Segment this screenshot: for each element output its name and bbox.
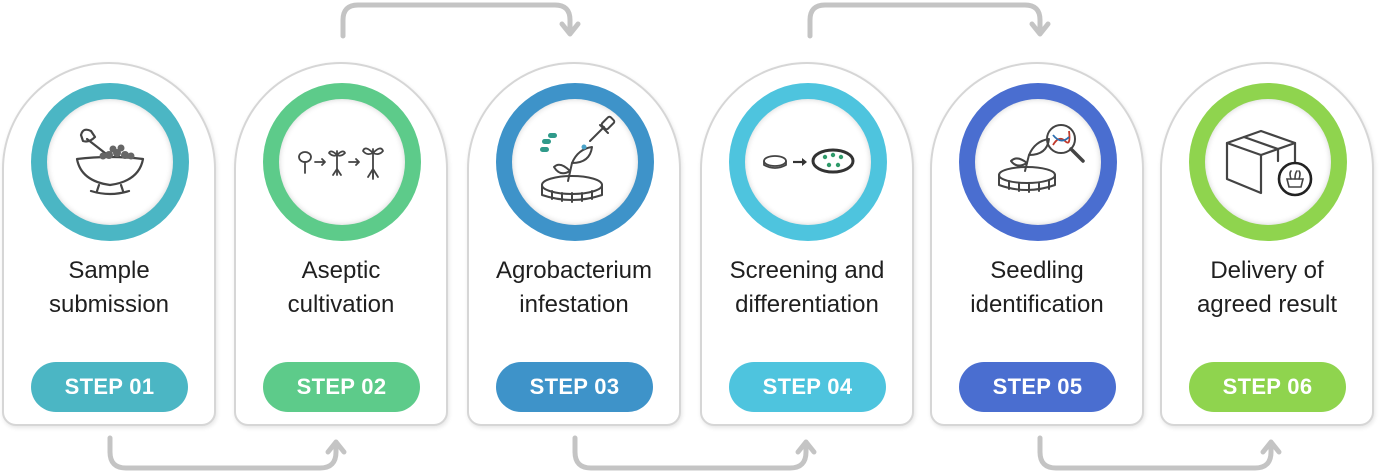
petri-dropper-icon [540,115,616,203]
step-title: Aseptic cultivation [236,254,446,322]
step-title: Sample submission [4,254,214,322]
arrowhead [1260,439,1282,455]
connector-arrow-3-4 [572,435,809,471]
seedling-magnifier-icon [998,124,1085,193]
step-icon-ring [1189,83,1347,241]
petri-screening-icon [763,148,855,174]
step-title-line: Screening and [729,257,885,284]
step-badge: STEP 03 [496,362,653,412]
step-title-line: infestation [519,291,629,318]
arrowhead [325,439,347,455]
step-icon-ring [263,83,421,241]
step-icon-ring [496,83,654,241]
step-card-4: Screening and differentiation STEP 04 [700,62,914,426]
connector-arrow-2-3 [340,2,573,39]
connector-arrow-4-5 [807,2,1043,39]
arrowhead [1029,21,1051,37]
step-card-6: Delivery of agreed result STEP 06 [1160,62,1374,426]
bowl-scoop-icon [75,128,145,196]
step-badge: STEP 06 [1189,362,1346,412]
connector-arrow-5-6 [1037,435,1274,471]
step-title-line: submission [48,291,170,318]
step-title-line: Delivery of [1210,257,1324,284]
step-badge: STEP 04 [729,362,886,412]
step-title: Delivery of agreed result [1162,254,1372,322]
step-card-3: Agrobacterium infestation STEP 03 [467,62,681,426]
seed-to-seedling-icon [298,147,384,180]
step-icon-ring [729,83,887,241]
step-icon-ring [31,83,189,241]
connector-arrow-1-2 [107,435,339,471]
step-title: Screening and differentiation [702,254,912,322]
step-title-line: differentiation [735,291,879,318]
step-title: Agrobacterium infestation [469,254,679,322]
arrowhead [559,21,581,37]
step-card-2: Aseptic cultivation STEP 02 [234,62,448,426]
step-title-line: Aseptic [301,257,381,284]
step-title-line: Seedling [990,257,1084,284]
package-delivery-icon [1225,129,1313,197]
step-icon-ring [959,83,1117,241]
step-title-line: Agrobacterium [495,257,653,284]
step-title-line: Sample [68,257,150,284]
step-title-line: agreed result [1196,291,1338,318]
step-badge: STEP 02 [263,362,420,412]
step-title: Seedling identification [932,254,1142,322]
step-card-5: Seedling identification STEP 05 [930,62,1144,426]
step-badge: STEP 05 [959,362,1116,412]
step-card-1: Sample submission STEP 01 [2,62,216,426]
step-title-line: cultivation [287,291,395,318]
step-badge: STEP 01 [31,362,188,412]
arrowhead [795,439,817,455]
step-title-line: identification [970,291,1104,318]
